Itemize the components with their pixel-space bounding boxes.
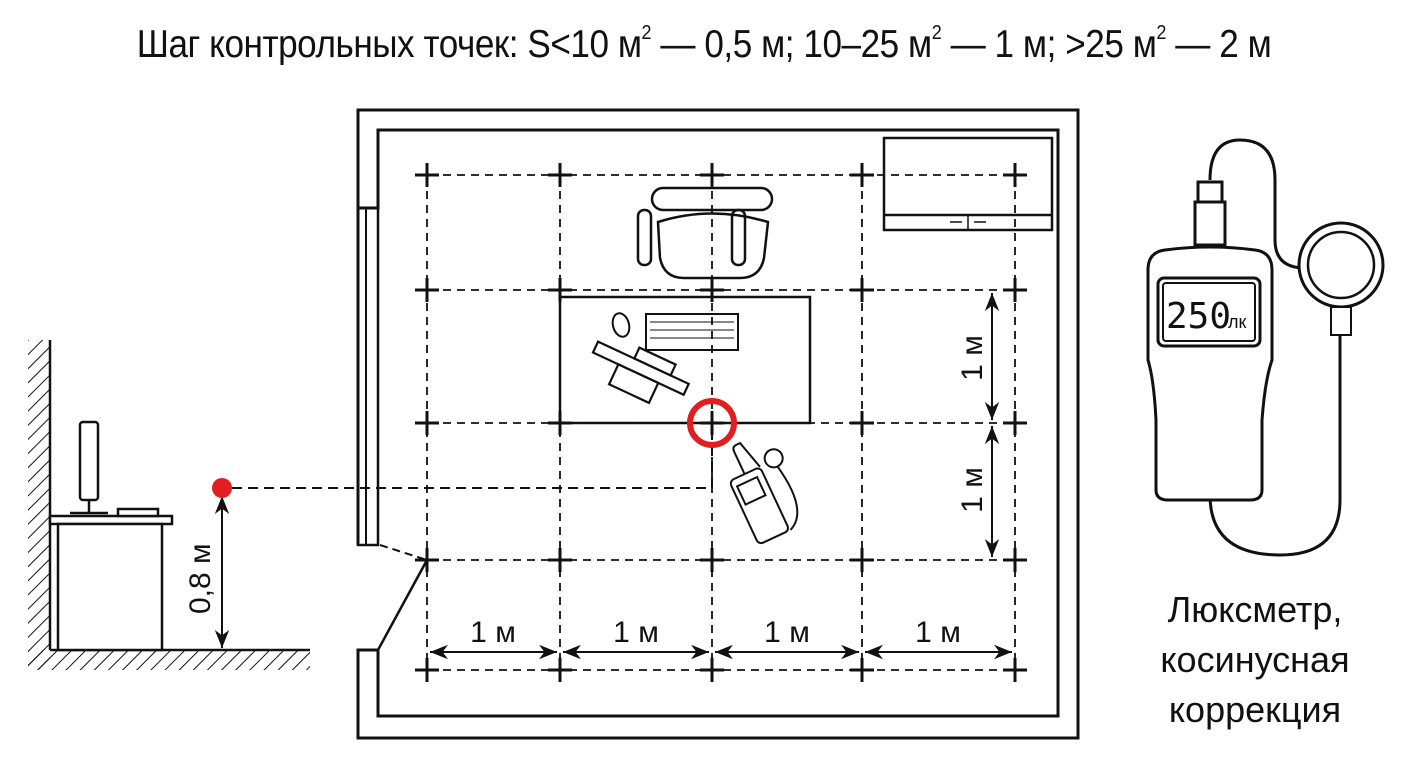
monitor-top xyxy=(591,340,691,405)
dimension-label: 1 м xyxy=(956,335,989,381)
highlighted-point xyxy=(687,398,737,448)
cabinet xyxy=(882,136,1054,232)
desk-side xyxy=(48,420,174,652)
side-view xyxy=(28,340,713,670)
connector xyxy=(1196,180,1224,204)
dimensions xyxy=(430,293,1012,660)
caption-line: коррекция xyxy=(1169,689,1341,730)
desk xyxy=(558,295,812,425)
monitor-side xyxy=(78,420,100,502)
display-unit: лк xyxy=(1228,312,1247,332)
dimension-label: 1 м xyxy=(915,616,961,649)
keyboard-keys xyxy=(650,321,734,339)
title-part: — 1 м; >25 м xyxy=(941,23,1157,66)
title-part: Шаг контрольных точек: S<10 м xyxy=(136,23,642,66)
dimension-label: 1 м xyxy=(613,616,659,649)
superscript: 2 xyxy=(931,22,942,44)
title-part: — 0,5 м; 10–25 м xyxy=(651,23,932,66)
display-value: 250 xyxy=(1166,296,1231,337)
page-title: Шаг контрольных точек: S<10 м2 — 0,5 м; … xyxy=(70,22,1337,67)
control-point-grid xyxy=(415,163,1027,682)
caption-line: Люксметр, xyxy=(1168,589,1343,630)
door xyxy=(376,559,429,651)
floor-hatch xyxy=(28,650,310,670)
superscript: 2 xyxy=(641,22,652,44)
keyboard-side xyxy=(116,507,160,518)
measurement-point xyxy=(212,478,232,498)
chair xyxy=(636,186,774,280)
meter-small xyxy=(729,441,799,545)
dimension-label: 1 м xyxy=(470,616,516,649)
mouse xyxy=(611,312,631,338)
dimension-label: 1 м xyxy=(956,467,989,513)
luxmeter xyxy=(1146,138,1385,557)
wall-hatch xyxy=(28,340,50,670)
caption-line: косинусная xyxy=(1160,639,1349,680)
dimension-label: 1 м xyxy=(764,616,810,649)
window xyxy=(356,206,380,547)
height-label: 0,8 м xyxy=(184,543,217,614)
keyboard xyxy=(645,313,739,351)
title-part: — 2 м xyxy=(1165,23,1272,66)
superscript: 2 xyxy=(1156,22,1166,44)
